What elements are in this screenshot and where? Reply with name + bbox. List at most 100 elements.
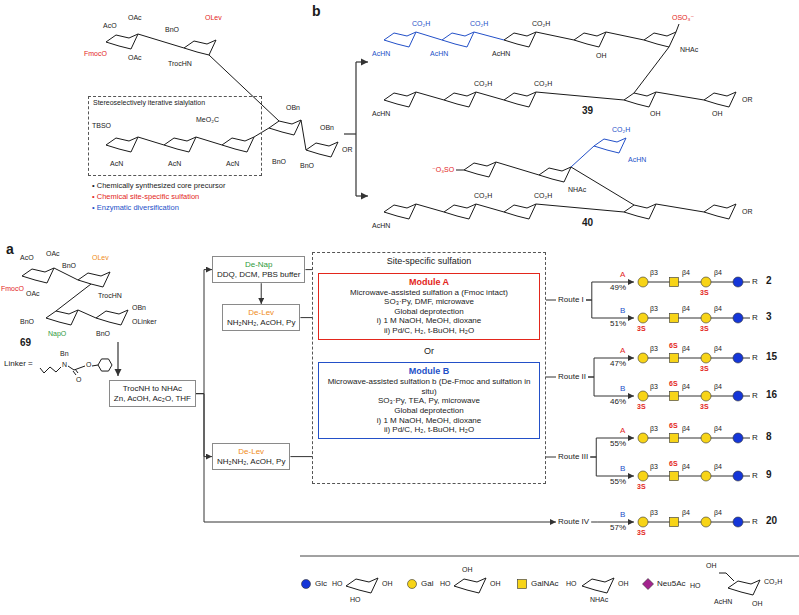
route-branch-label: B (620, 385, 625, 393)
structure-label: BnO (62, 262, 76, 269)
structure-label: b (312, 4, 321, 18)
structure-label: AcHN (372, 50, 390, 57)
route-branch-label: A (620, 271, 625, 279)
glycan-annotation: β3 (650, 425, 658, 432)
process-box: De-LevNH₂NH₂, AcOH, Py (222, 304, 300, 331)
glycan-annotation: β4 (682, 269, 690, 276)
bond-line (56, 284, 91, 311)
bond-line (209, 55, 279, 121)
sugar-ring (504, 92, 536, 107)
glycan-annotation: 3S (637, 483, 646, 490)
monosaccharide-square (670, 434, 679, 443)
sugar-ring (164, 137, 196, 152)
glycan-annotation: 16 (766, 390, 777, 400)
legend-text: Glc (315, 580, 327, 588)
bond-line (40, 368, 44, 373)
glycan-product: β36Sβ4β4R3S15 (634, 341, 784, 375)
node-text: Route II (558, 372, 586, 382)
connector (261, 283, 262, 304)
structure-label: O (86, 361, 91, 368)
monosaccharide-circle (638, 353, 648, 363)
connector (546, 377, 556, 378)
bond-line (416, 204, 444, 212)
glycan-annotation: β4 (682, 509, 690, 516)
node-text: DDQ, DCM, PBS buffer (217, 270, 300, 280)
yield-label: 55% (610, 478, 626, 486)
bond-line (301, 120, 306, 150)
route-branch-label: B (620, 511, 625, 519)
structure-label: AcO (20, 254, 34, 261)
structure-label: AcN (168, 160, 181, 167)
monosaccharide-circle (638, 471, 648, 481)
yield-label: 47% (610, 360, 626, 368)
glycan-annotation: β4 (682, 383, 690, 390)
glycan-annotation: β3 (650, 383, 658, 390)
sugar-ring (444, 204, 476, 219)
monosaccharide-square (670, 518, 679, 527)
monosaccharide-circle (701, 517, 711, 527)
sugar-ring (442, 32, 474, 47)
legend-swatch (516, 578, 528, 590)
structure-label: AcHN (714, 598, 732, 605)
structure-label: ⁻O₃SO (432, 166, 454, 173)
structure-label: OH (618, 580, 629, 587)
bond-line (656, 92, 704, 100)
legend-symbol (643, 579, 654, 590)
bond-line (44, 367, 50, 373)
glycan-annotation: 20 (766, 516, 777, 526)
bond-line (536, 204, 624, 212)
structure-label: BnO (165, 26, 179, 33)
monosaccharide-circle (701, 277, 711, 287)
structure-label: 39 (582, 106, 593, 116)
legend-item: Neu5Ac (642, 578, 685, 590)
structure-label: OAc (128, 14, 142, 21)
structure-label: 69 (20, 338, 31, 348)
glycan-annotation: 8 (766, 432, 772, 442)
glycan-annotation: β4 (714, 345, 722, 352)
node-text: NH₂NH₂, AcOH, Py (227, 318, 295, 328)
glycan-annotation: β4 (682, 425, 690, 432)
node-text: Zn, AcOH, Ac₂O, THF (114, 394, 191, 404)
bond-line (676, 24, 679, 32)
structure-label: • Chemical site-specific sulfation (92, 193, 199, 201)
process-box: TrocNH to NHAcZn, AcOH, Ac₂O, THF (109, 380, 196, 407)
sugar-ring (384, 32, 416, 47)
glycan-annotation: 6S (669, 422, 678, 429)
connector (300, 317, 312, 318)
structure-label: AcHN (628, 156, 646, 163)
connector (196, 270, 212, 394)
monosaccharide-circle (733, 517, 743, 527)
structure-label: OAc (46, 250, 60, 257)
structure-label: CO₂H (612, 126, 630, 133)
reaction-arrow (355, 62, 356, 196)
structure-label: BnO (96, 330, 110, 337)
node-text: SO₃·Py, TEA, Py, microwave (323, 396, 535, 406)
separator-line (300, 556, 799, 557)
glycan-annotation: β3 (650, 463, 658, 470)
legend-symbol (518, 580, 527, 589)
structure-label: CO₂H (532, 20, 550, 27)
glycan-annotation: β3 (650, 509, 658, 516)
bond-line (138, 137, 164, 145)
bond-line (56, 367, 61, 372)
monosaccharide-circle (638, 517, 648, 527)
bond-line (78, 310, 96, 318)
reaction-arrow (356, 195, 368, 196)
node-text: ii) Pd/C, H₂, t-BuOH, H₂O (323, 425, 535, 435)
sugar-ring (384, 92, 416, 107)
structure-label: CO₂H (764, 578, 782, 585)
structure-label: NHAc (568, 186, 586, 193)
glycan-product: β36Sβ4β4R3S3S16 (634, 379, 784, 413)
structure-label: CO₂H (412, 20, 430, 27)
bond-line (656, 204, 704, 212)
structure-label: OH (712, 110, 723, 117)
bond-line (536, 92, 624, 100)
glycan-annotation: β4 (714, 305, 722, 312)
glycan-annotation: β4 (714, 509, 722, 516)
structure-label: N (62, 361, 67, 368)
monosaccharide-circle (701, 471, 711, 481)
node-text: Microwave-assisted sulfation b (De-Fmoc … (323, 377, 535, 396)
structure-label: AcN (110, 160, 123, 167)
sugar-ring (704, 204, 736, 219)
